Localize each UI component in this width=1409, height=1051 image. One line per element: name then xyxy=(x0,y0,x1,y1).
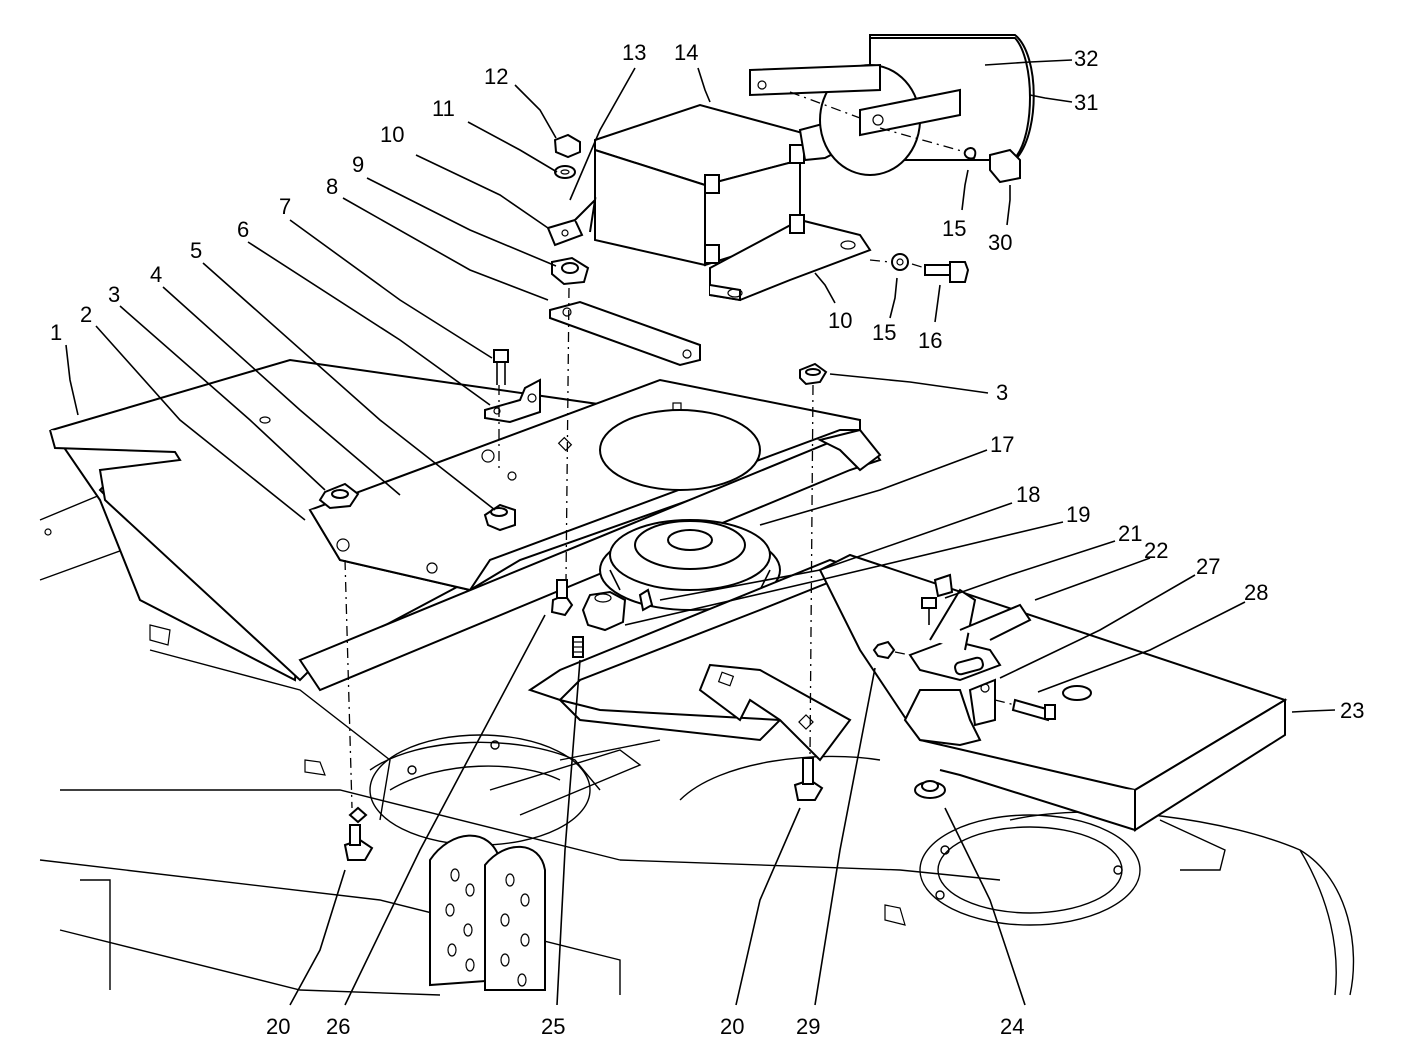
callout-3-left: 3 xyxy=(108,282,120,307)
callout-14: 14 xyxy=(674,40,698,65)
callout-numbers: 1 2 3 4 5 6 7 8 9 10 11 12 13 14 32 31 1… xyxy=(50,40,1364,1039)
callout-15-lower: 15 xyxy=(872,320,896,345)
callout-26: 26 xyxy=(326,1014,350,1039)
callout-21: 21 xyxy=(1118,521,1142,546)
callout-15-upper: 15 xyxy=(942,216,966,241)
callout-32: 32 xyxy=(1074,46,1098,71)
callout-24: 24 xyxy=(1000,1014,1024,1039)
belt-guide xyxy=(527,558,863,762)
callout-16: 16 xyxy=(918,328,942,353)
drive-pulley xyxy=(599,519,781,611)
callout-9: 9 xyxy=(352,152,364,177)
callout-30: 30 xyxy=(988,230,1012,255)
callout-19: 19 xyxy=(1066,502,1090,527)
callout-8: 8 xyxy=(326,174,338,199)
callout-20-right: 20 xyxy=(720,1014,744,1039)
brake-plate xyxy=(818,553,1288,832)
callout-3-right: 3 xyxy=(996,380,1008,405)
callout-17: 17 xyxy=(990,432,1014,457)
callout-27: 27 xyxy=(1196,554,1220,579)
callout-12: 12 xyxy=(484,64,508,89)
callout-25: 25 xyxy=(541,1014,565,1039)
assembly-lines xyxy=(344,91,1016,809)
callout-13: 13 xyxy=(622,40,646,65)
callout-1: 1 xyxy=(50,320,62,345)
gear-box xyxy=(594,103,872,302)
callout-18: 18 xyxy=(1016,482,1040,507)
fastener-hardware xyxy=(318,133,970,861)
callout-29: 29 xyxy=(796,1014,820,1039)
callout-31: 31 xyxy=(1074,90,1098,115)
callout-11: 11 xyxy=(432,96,455,121)
callout-10-lower: 10 xyxy=(828,308,852,333)
deck-wheel-plate xyxy=(429,834,546,991)
spring-anchor xyxy=(914,780,946,799)
callout-4: 4 xyxy=(150,262,162,287)
latch-assembly xyxy=(872,573,1056,747)
callout-22: 22 xyxy=(1144,538,1168,563)
leader-lines xyxy=(65,59,1336,1006)
callout-20-left: 20 xyxy=(266,1014,290,1039)
callout-6: 6 xyxy=(237,217,249,242)
callout-7: 7 xyxy=(279,194,291,219)
callout-2: 2 xyxy=(80,302,92,327)
mounting-bracket xyxy=(298,378,882,692)
callout-10-upper: 10 xyxy=(380,122,404,147)
callout-5: 5 xyxy=(190,238,202,263)
callout-23: 23 xyxy=(1340,698,1364,723)
electric-clutch xyxy=(749,34,1035,184)
callout-28: 28 xyxy=(1244,580,1268,605)
